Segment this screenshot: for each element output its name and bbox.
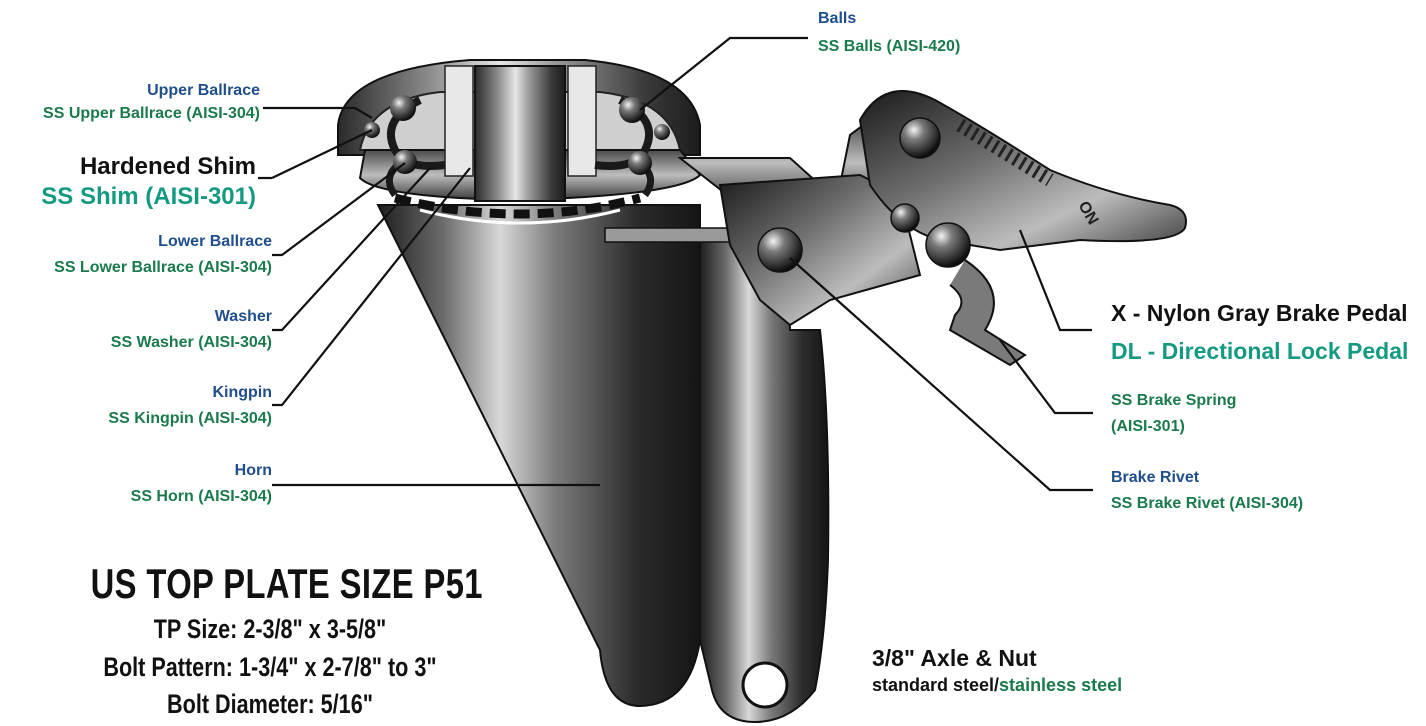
brake-rivet-title: Brake Rivet xyxy=(1111,469,1200,486)
washer-material: SS Washer (AISI-304) xyxy=(110,334,272,352)
axle-standard-steel: standard steel/ xyxy=(872,675,1000,696)
balls-title: Balls xyxy=(818,10,857,27)
upper-ballrace-material: SS Upper Ballrace (AISI-304) xyxy=(43,105,260,123)
axle-label: 3/8" Axle & Nut standard steel/stainless… xyxy=(872,645,1122,696)
brake-rivet-shape xyxy=(757,227,803,273)
horn-body xyxy=(376,204,701,708)
brake-spring-line2: (AISI-301) xyxy=(1111,418,1185,436)
brake-pedal-label: X - Nylon Gray Brake Pedal DL - Directio… xyxy=(1111,300,1408,365)
hardened-shim-title: Hardened Shim xyxy=(79,153,256,180)
horn-label: Horn SS Horn (AISI-304) xyxy=(131,462,272,507)
lower-ballrace-label: Lower Ballrace SS Lower Ballrace (AISI-3… xyxy=(54,233,272,278)
kingpin-shape xyxy=(474,65,566,202)
leader-lines xyxy=(258,36,1093,492)
kingpin-label: Kingpin SS Kingpin (AISI-304) xyxy=(108,384,272,429)
upper-ballrace-title: Upper Ballrace xyxy=(147,82,260,99)
hardened-shim-material: SS Shim (AISI-301) xyxy=(41,182,256,210)
horn-material: SS Horn (AISI-304) xyxy=(130,488,272,506)
bolt-diameter: Bolt Diameter: 5/16" xyxy=(167,689,373,719)
brake-rivet-label: Brake Rivet SS Brake Rivet (AISI-304) xyxy=(1111,469,1303,514)
washer-title: Washer xyxy=(214,308,272,325)
washer-label: Washer SS Washer (AISI-304) xyxy=(111,308,272,353)
balls-material: SS Balls (AISI-420) xyxy=(818,38,961,56)
axle-line2: standard steel/stainless steel xyxy=(872,675,1122,696)
balls-label: Balls SS Balls (AISI-420) xyxy=(818,10,960,57)
top-plate-title: US TOP PLATE SIZE P51 xyxy=(90,560,483,607)
brake-rivet-material: SS Brake Rivet (AISI-304) xyxy=(1111,495,1304,513)
tp-size: TP Size: 2-3/8" x 3-5/8" xyxy=(153,614,387,644)
axle-hole xyxy=(741,661,789,709)
lower-ballrace-title: Lower Ballrace xyxy=(158,233,272,250)
pivot-top xyxy=(899,117,941,159)
upper-ballrace-label: Upper Ballrace SS Upper Ballrace (AISI-3… xyxy=(43,82,260,124)
kingpin-title: Kingpin xyxy=(212,384,272,401)
axle-line1: 3/8" Axle & Nut xyxy=(872,645,1037,671)
brake-spring-shape xyxy=(948,259,1027,367)
bolt-pattern: Bolt Pattern: 1-3/4" x 2-7/8" to 3" xyxy=(103,652,437,682)
brake-pedal-line2: DL - Directional Lock Pedal xyxy=(1111,338,1409,365)
horn-title: Horn xyxy=(234,462,272,479)
brake-pedal-line1: X - Nylon Gray Brake Pedal xyxy=(1111,300,1408,326)
brake-spring-label: SS Brake Spring (AISI-301) xyxy=(1111,392,1236,437)
pivot-low xyxy=(925,222,971,268)
kingpin-material: SS Kingpin (AISI-304) xyxy=(108,410,272,428)
brake-spring-line1: SS Brake Spring xyxy=(1111,392,1237,409)
pivot-mid xyxy=(890,203,920,233)
lower-ballrace-material: SS Lower Ballrace (AISI-304) xyxy=(54,259,272,277)
axle-stainless-steel: stainless steel xyxy=(999,675,1123,696)
hardened-shim-label: Hardened Shim SS Shim (AISI-301) xyxy=(41,153,256,210)
